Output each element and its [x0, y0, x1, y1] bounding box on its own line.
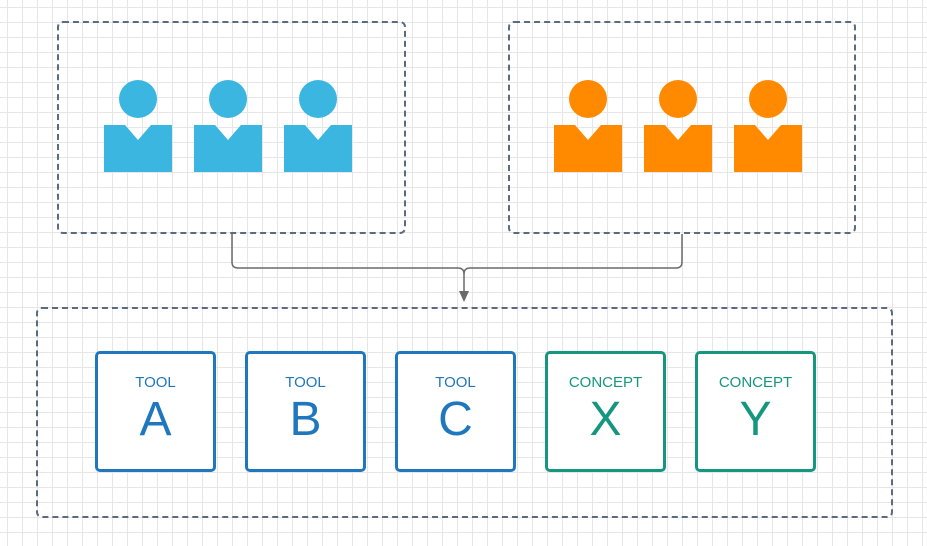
card-kind: CONCEPT — [718, 374, 793, 391]
card-kind: TOOL — [135, 374, 176, 391]
person-icon — [194, 80, 262, 172]
person-icon — [104, 80, 172, 172]
card-tool-c: TOOL C — [395, 351, 516, 472]
card-kind: TOOL — [285, 374, 326, 391]
card-concept-x: CONCEPT X — [545, 351, 666, 472]
person-icon — [284, 80, 352, 172]
person-icon — [734, 80, 802, 172]
resources-group — [36, 307, 893, 518]
connector-line — [231, 234, 465, 292]
card-tool-a: TOOL A — [95, 351, 216, 472]
card-letter: X — [589, 393, 622, 446]
team-group-left — [57, 21, 406, 234]
card-tool-b: TOOL B — [245, 351, 366, 472]
person-icon — [554, 80, 622, 172]
card-letter: B — [289, 393, 322, 446]
arrowhead-icon — [459, 291, 469, 302]
card-letter: C — [438, 393, 473, 446]
card-letter: A — [139, 393, 172, 446]
connector-line — [463, 234, 683, 275]
card-kind: CONCEPT — [568, 374, 643, 391]
person-icon — [644, 80, 712, 172]
card-letter: Y — [739, 393, 772, 446]
card-kind: TOOL — [435, 374, 476, 391]
team-group-right — [508, 21, 856, 234]
card-concept-y: CONCEPT Y — [695, 351, 816, 472]
